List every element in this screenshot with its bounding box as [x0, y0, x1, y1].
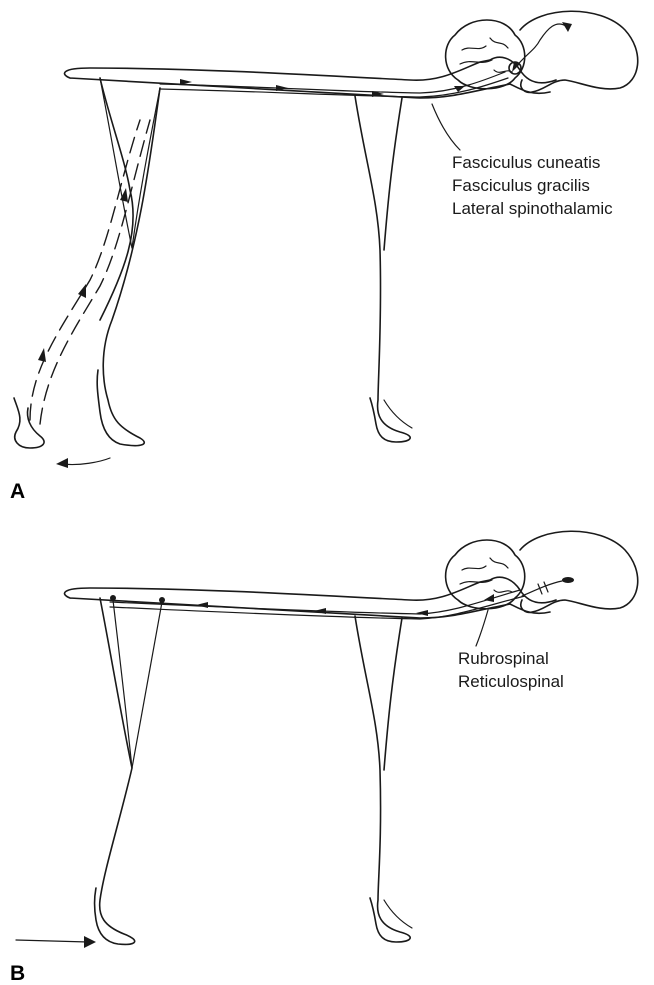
panel-b-fore-limb [355, 616, 410, 942]
panel-b-tract-label-1: Rubrospinal [458, 649, 549, 668]
panel-a-spinal-cord [65, 60, 510, 98]
panel-a-sensory-path-2 [40, 120, 150, 424]
panel-a-tract-label-2: Fasciculus gracilis [452, 176, 590, 195]
panel-a-hind-limb [97, 78, 160, 446]
panel-a-stimulus-arrowhead [56, 458, 68, 468]
panel-b-cerebrum [520, 531, 638, 612]
panel-b-leader-line [476, 610, 488, 646]
panel-a-cortex-arrowhead [562, 22, 572, 32]
panel-b: Rubrospinal Reticulospinal B [10, 531, 638, 985]
panel-b-red-nucleus [562, 577, 574, 583]
panel-b-descending-tract [110, 590, 520, 614]
panel-b-fore-hoof-line [384, 900, 412, 928]
panel-a-hind-nerve-2 [132, 88, 160, 248]
panel-b-spinal-cord [65, 580, 510, 618]
panel-a-tract-label-1: Fasciculus cuneatis [452, 153, 600, 172]
panel-b-crossing-marks [538, 582, 548, 594]
panel-b-arrowhead-3 [416, 610, 428, 616]
panel-b-tract-label-2: Reticulospinal [458, 672, 564, 691]
panel-a-letter: A [10, 480, 25, 503]
panel-b-stimulus-arrowhead [84, 936, 96, 948]
panel-a-stimulus-arrow [62, 458, 110, 465]
panel-b-cerebellum [446, 540, 525, 609]
panel-a-sensory-arrowhead-2 [78, 284, 86, 298]
panel-a-tract-label-3: Lateral spinothalamic [452, 199, 613, 218]
panel-b-stimulus-arrow [16, 940, 88, 942]
panel-a-cerebellum [446, 20, 525, 89]
panel-b-letter: B [10, 962, 25, 985]
panel-a-fore-hoof-line [384, 400, 412, 428]
panel-a-cerebrum [520, 11, 638, 92]
panel-a-sensory-arrowhead-1 [38, 348, 46, 362]
panel-b-hind-nerve-2 [132, 602, 162, 768]
panel-b-hind-limb [95, 598, 135, 944]
panel-a-fore-limb [355, 96, 410, 442]
panel-a: Fasciculus cuneatis Fasciculus gracilis … [10, 11, 638, 503]
panel-a-leader-line [432, 104, 460, 150]
panel-b-arrowhead-1 [196, 602, 208, 608]
